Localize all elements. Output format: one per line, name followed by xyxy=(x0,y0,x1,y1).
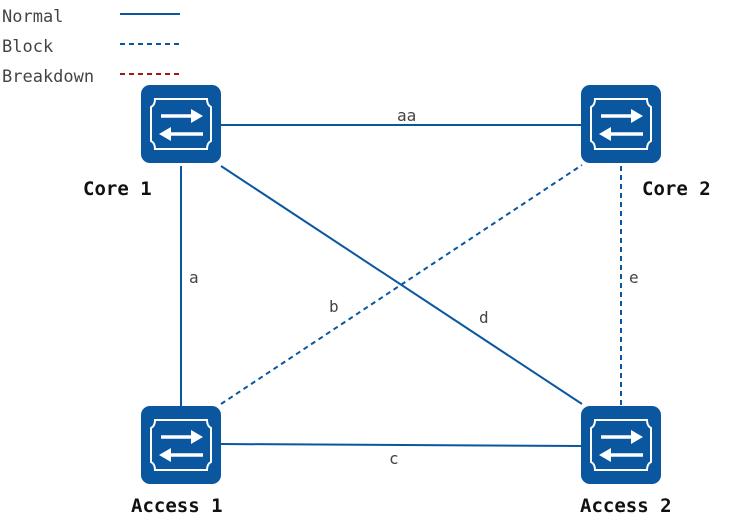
link-aa-label: aa xyxy=(397,106,416,125)
link-d xyxy=(220,165,583,405)
link-d-label: d xyxy=(479,308,489,327)
link-e-label: e xyxy=(629,268,639,287)
link-c-label: c xyxy=(389,449,399,468)
links xyxy=(180,124,622,447)
node-core2-label: Core 2 xyxy=(642,178,711,200)
link-b-label: b xyxy=(329,297,339,316)
node-access1[interactable]: Access 1 xyxy=(131,404,223,517)
legend-normal-label: Normal xyxy=(2,7,63,27)
switch-icon xyxy=(139,83,223,165)
node-core2[interactable]: Core 2 xyxy=(579,83,711,200)
legend: Normal Block Breakdown xyxy=(2,7,180,87)
legend-breakdown-label: Breakdown xyxy=(2,67,94,87)
node-access1-label: Access 1 xyxy=(131,495,223,517)
node-core1-label: Core 1 xyxy=(83,178,152,200)
legend-block-label: Block xyxy=(2,37,53,57)
switch-icon xyxy=(139,404,223,486)
switch-icon xyxy=(579,404,663,486)
link-c xyxy=(220,443,583,447)
node-access2-label: Access 2 xyxy=(580,495,672,517)
node-core1[interactable]: Core 1 xyxy=(83,83,223,200)
switch-icon xyxy=(579,83,663,165)
node-access2[interactable]: Access 2 xyxy=(579,404,672,517)
link-a-label: a xyxy=(189,268,199,287)
link-labels: aa a b c d e xyxy=(189,106,639,468)
